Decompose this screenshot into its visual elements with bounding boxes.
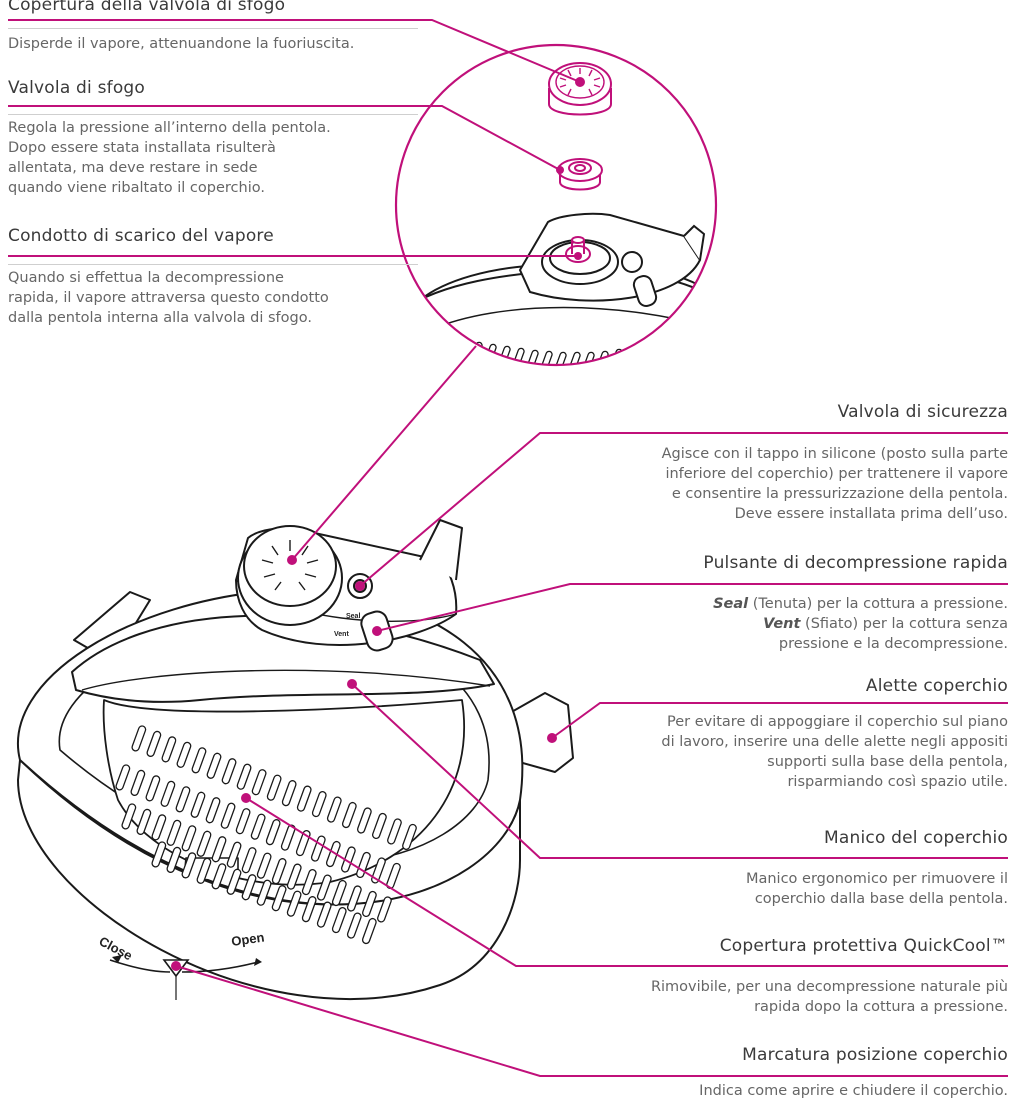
label-lid-handle-title: Manico del coperchio	[824, 828, 1008, 848]
divider	[8, 28, 418, 29]
label-position-marking-title: Marcatura posizione coperchio	[742, 1045, 1008, 1065]
label-quickcool-title: Copertura protettiva QuickCool™	[719, 936, 1008, 956]
leader-quick-release	[376, 583, 1008, 632]
quickcool-cover	[102, 699, 465, 886]
leader-float-valve	[359, 432, 1008, 587]
lid-drawing: Seal Vent	[17, 519, 574, 1000]
label-quick-release-desc: Seal (Tenuta) per la cottura a pressione…	[713, 596, 1008, 652]
steam-release-valve-part	[557, 158, 603, 191]
zoom-detail	[394, 43, 718, 367]
valve-cover-part	[548, 62, 612, 116]
open-marking: Open	[230, 929, 265, 948]
leader-steam-valve	[8, 105, 561, 171]
seal-marking: Seal	[346, 613, 360, 620]
label-steam-pipe-desc: Quando si effettua la decompressione rap…	[8, 270, 329, 326]
label-valve-cover-title: Copertura della valvola di sfogo	[8, 0, 286, 15]
label-valve-cover-desc: Disperde il vapore, attenuandone la fuor…	[8, 36, 355, 52]
divider	[8, 114, 418, 115]
leader-dots	[171, 78, 584, 971]
quickcool-slots	[115, 725, 417, 945]
leader-lid-tab	[551, 702, 1008, 739]
label-steam-valve-title: Valvola di sfogo	[8, 78, 146, 98]
leader-lid-handle	[351, 683, 1008, 859]
zoom-circle	[394, 43, 718, 367]
label-steam-pipe-title: Condotto di scarico del vapore	[8, 226, 274, 246]
label-lid-tabs-title: Alette coperchio	[865, 676, 1008, 696]
leader-quickcool	[245, 797, 1008, 967]
label-lid-handle-desc: Manico ergonomico per rimuovere il coper…	[745, 871, 1008, 907]
label-quick-release-title: Pulsante di decompressione rapida	[703, 553, 1008, 573]
label-float-valve-title: Valvola di sicurezza	[837, 402, 1008, 422]
label-float-valve-desc: Agisce con il tappo in silicone (posto s…	[661, 446, 1008, 522]
leader-zoom	[291, 345, 477, 561]
leader-lines	[8, 19, 1008, 1077]
vent-marking: Vent	[334, 631, 349, 638]
label-lid-tabs-desc: Per evitare di appoggiare il coperchio s…	[661, 714, 1008, 790]
label-position-marking-desc: Indica come aprire e chiudere il coperch…	[699, 1083, 1008, 1099]
leader-position-marking	[175, 965, 1008, 1077]
label-steam-valve-desc: Regola la pressione all’interno della pe…	[8, 120, 331, 196]
leader-valve-cover	[8, 19, 581, 83]
divider	[8, 264, 418, 265]
label-quickcool-desc: Rimovibile, per una decompressione natur…	[650, 979, 1008, 1015]
